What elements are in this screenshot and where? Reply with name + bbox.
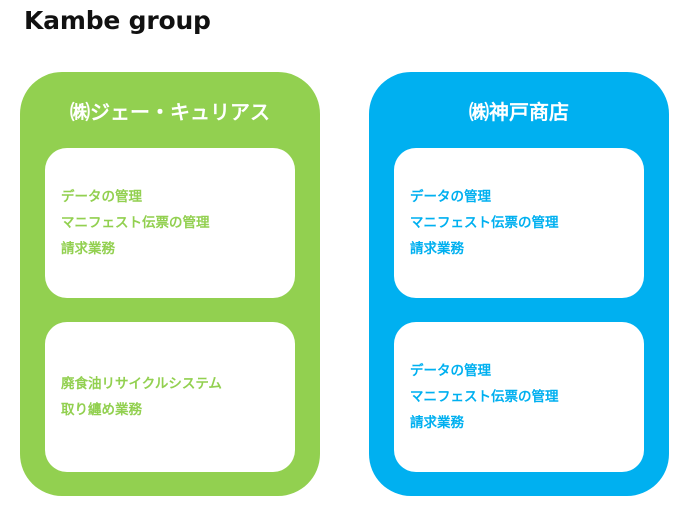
role-item: 請求業務	[61, 241, 115, 257]
role-card: データの管理 マニフェスト伝票の管理 請求業務	[394, 148, 644, 298]
role-item: 廃食油リサイクルシステム	[61, 376, 222, 392]
role-item: データの管理	[410, 363, 491, 379]
role-card: データの管理 マニフェスト伝票の管理 請求業務	[394, 322, 644, 472]
role-card: データの管理 マニフェスト伝票の管理 請求業務	[45, 148, 295, 298]
company-box-kobe-shoten: ㈱神戸商店 データの管理 マニフェスト伝票の管理 請求業務 データの管理 マニフ…	[369, 72, 669, 496]
company-name: ㈱ジェー・キュリアス	[70, 100, 270, 124]
company-name: ㈱神戸商店	[469, 100, 569, 124]
page-title: Kambe group	[24, 6, 211, 35]
role-item: 請求業務	[410, 241, 464, 257]
role-item: 請求業務	[410, 415, 464, 431]
role-item: データの管理	[61, 189, 142, 205]
role-card: 廃食油リサイクルシステム 取り纏め業務	[45, 322, 295, 472]
role-item: 取り纏め業務	[61, 402, 142, 418]
role-item: マニフェスト伝票の管理	[61, 215, 210, 231]
role-item: データの管理	[410, 189, 491, 205]
role-item: マニフェスト伝票の管理	[410, 389, 559, 405]
company-box-j-curious: ㈱ジェー・キュリアス データの管理 マニフェスト伝票の管理 請求業務 廃食油リサ…	[20, 72, 320, 496]
role-item: マニフェスト伝票の管理	[410, 215, 559, 231]
